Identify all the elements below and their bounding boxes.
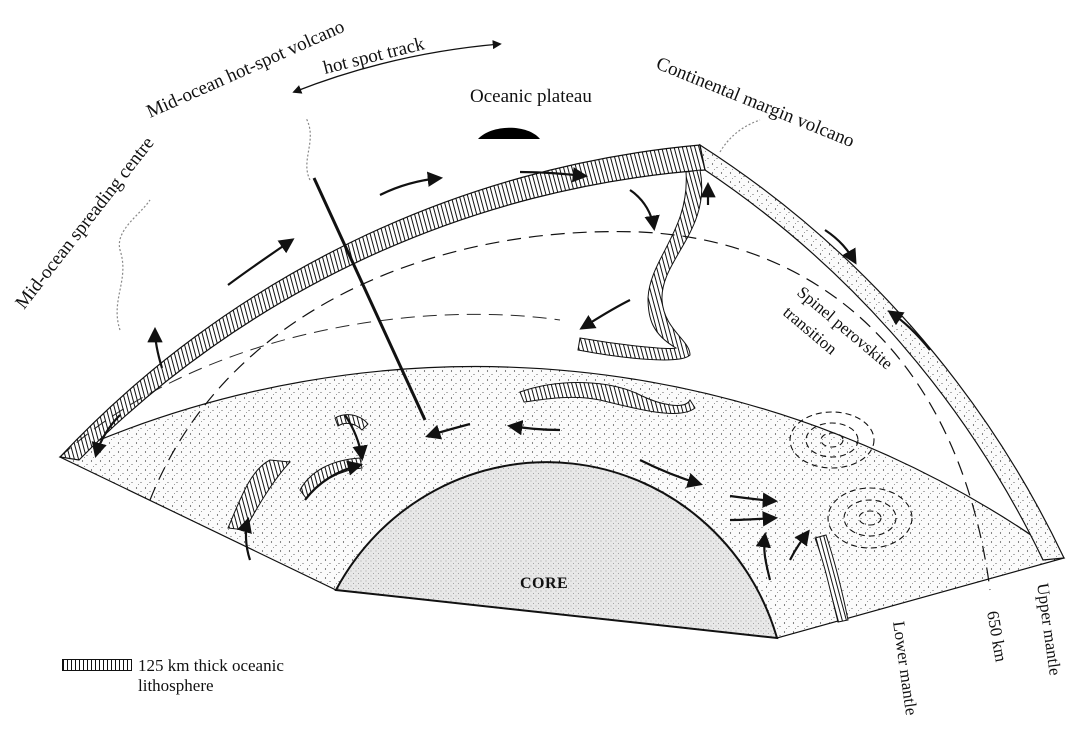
label-oceanic-plateau: Oceanic plateau [470,86,592,107]
label-continental-margin: Continental margin volcano [653,53,857,152]
label-upper-mantle: Upper mantle [1033,582,1065,677]
arrow-7 [155,330,162,368]
label-core: CORE [520,575,568,592]
arrow-4 [630,190,654,228]
spreading-centre-plume [117,200,150,330]
legend-text: 125 km thick oceanic lithosphere [138,656,328,696]
continental-volcano-plume [720,120,760,152]
label-650km: 650 km [983,609,1011,663]
label-lower-mantle: Lower mantle [889,620,921,717]
oceanic-plateau [478,128,540,139]
arrow-5 [582,300,630,328]
arrow-1 [228,240,292,285]
arrow-2 [380,178,440,195]
lithosphere-swatch [62,659,132,671]
label-mid-ocean-hotspot: Mid-ocean hot-spot volcano [143,16,347,122]
label-mid-ocean-spreading: Mid-ocean spreading centre [11,133,158,313]
hotspot-plume [306,118,310,180]
